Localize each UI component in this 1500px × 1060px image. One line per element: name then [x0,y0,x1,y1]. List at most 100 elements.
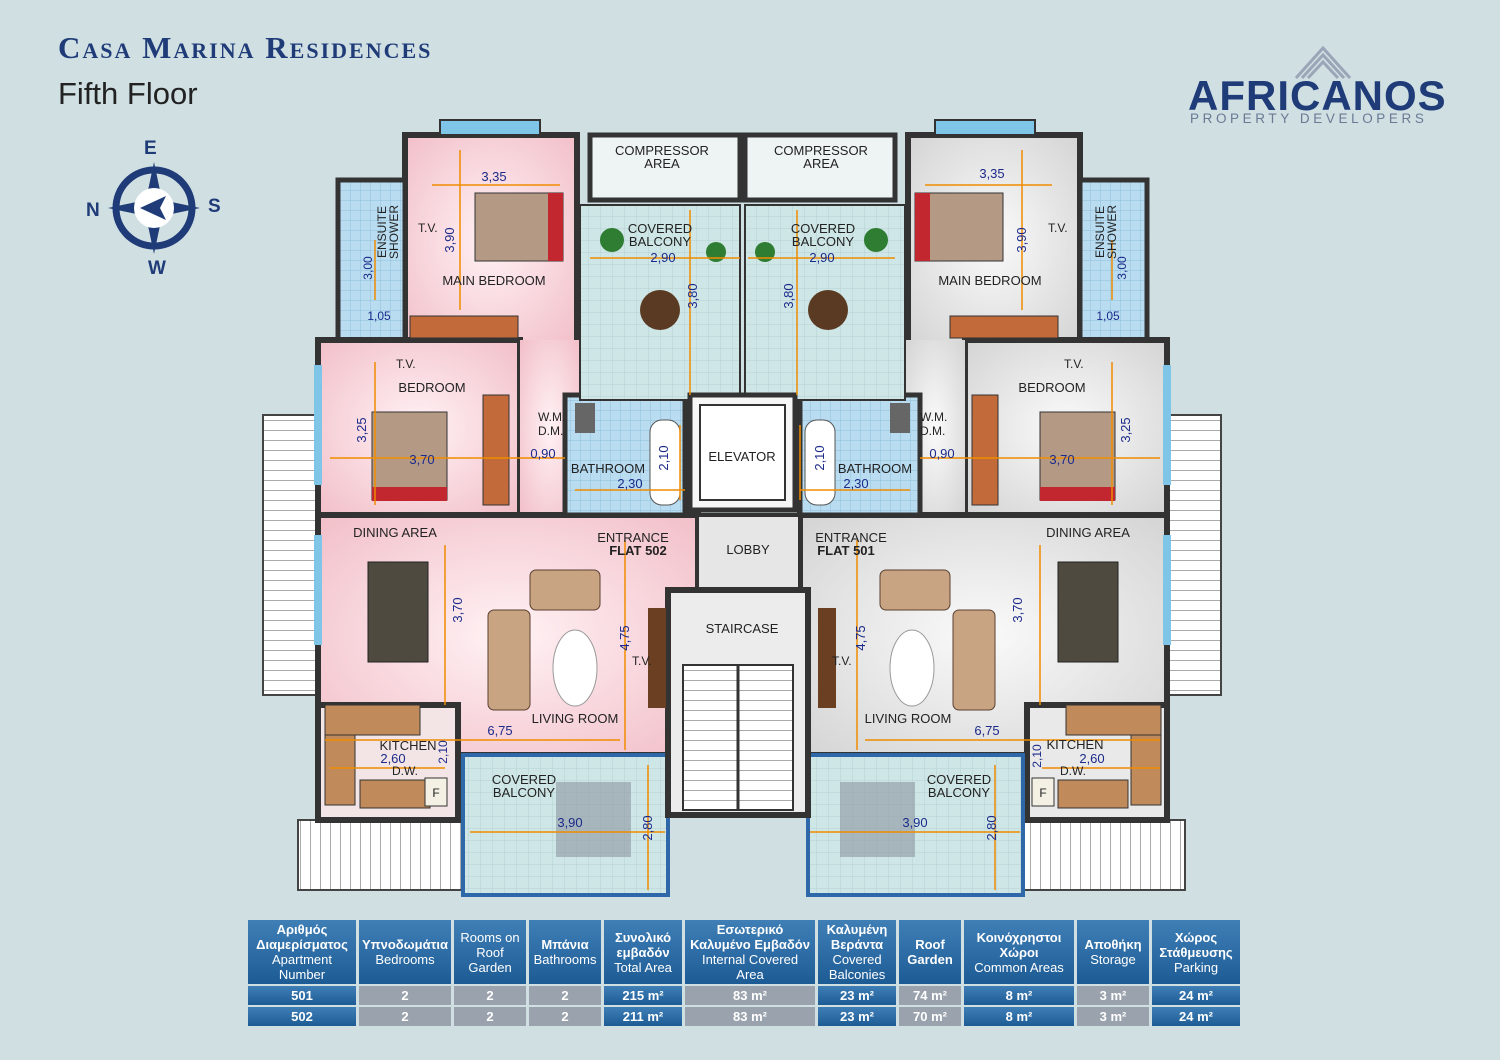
dim-ensuite-width-right: 1,05 [1096,309,1120,323]
dim-kitchen-depth-right: 2,10 [1030,744,1044,768]
table-cell: 83 m² [685,986,816,1005]
tv-label-main-left: T.V. [418,221,438,235]
table-cell: 502 [248,1007,356,1026]
ensuite-label-right: ENSUITE [1093,206,1107,258]
dim-main-bedroom-width-left: 3,35 [481,169,506,184]
table-cell: 501 [248,986,356,1005]
company-logo: AFRICANOS PROPERTY DEVELOPERS [1188,42,1463,132]
compressor-label-left-2: AREA [644,156,680,171]
dim-kitchen-width-right: 2,60 [1079,751,1104,766]
tv-label-living-right: T.V. [832,654,852,668]
covered-balcony-label-nr-2: BALCONY [792,234,854,249]
tv-label-bed-left: T.V. [396,357,416,371]
dim-kitchen-width-left: 2,60 [380,751,405,766]
kitchen-label-left: KITCHEN [379,738,436,753]
table-cell: 3 m² [1077,986,1150,1005]
table-cell: 2 [359,1007,452,1026]
table-cell: 215 m² [604,986,683,1005]
dm-label-right: D.M. [920,424,945,438]
dim-balcony-width-left: 2,90 [650,250,675,265]
logo-tagline: PROPERTY DEVELOPERS [1190,111,1428,126]
shower-label-right: SHOWER [1105,205,1119,259]
dim-dining-depth-right: 3,70 [1010,597,1025,622]
compressor-label-right-2: AREA [803,156,839,171]
table-cell: 3 m² [1077,1007,1150,1026]
compass-north: N [86,200,100,221]
table-cell: 2 [359,986,452,1005]
covered-balcony-label-sr-1: COVERED [927,772,991,787]
wm-label-left: W.M. [538,410,565,424]
page-title: Casa Marina Residences [58,30,433,65]
compass-east: E [144,138,157,159]
dining-area-label-right: DINING AREA [1046,525,1130,540]
ensuite-label-left: ENSUITE [375,206,389,258]
covered-balcony-label-sl-1: COVERED [492,772,556,787]
dim-main-bedroom-depth-left: 3,90 [442,227,457,252]
living-room-label-right: LIVING ROOM [865,711,952,726]
dim-balcony-depth-left: 3,80 [685,283,700,308]
table-cell: 2 [529,1007,602,1026]
bedroom-label-right: BEDROOM [1018,380,1085,395]
dm-label-left: D.M. [538,424,563,438]
table-cell: 2 [529,986,602,1005]
dim-living-depth-left: 4,75 [617,625,632,650]
floor-plan: COMPRESSOR AREA COMPRESSOR AREA COVERED … [262,119,1222,897]
table-cell: 211 m² [604,1007,683,1026]
logo-roof-icon [1294,45,1352,80]
col-roof-rooms: Rooms on Roof Garden [454,920,527,984]
dw-label-right: D.W. [1060,764,1086,778]
dim-living-depth-right: 4,75 [853,625,868,650]
dim-ensuite-width-left: 1,05 [367,309,391,323]
dim-main-bedroom-depth-right: 3,90 [1014,227,1029,252]
dim-bedroom-depth-left: 3,25 [354,417,369,442]
dim-balcony-depth-right: 3,80 [781,283,796,308]
compressor-label-right-1: COMPRESSOR [774,143,868,158]
tv-label-bed-right: T.V. [1064,357,1084,371]
dw-label-left: D.W. [392,764,418,778]
table-cell: 74 m² [899,986,962,1005]
covered-balcony-label-nr-1: COVERED [791,221,855,236]
table-cell: 23 m² [818,1007,897,1026]
dim-ensuite-depth-left: 3,00 [361,256,375,280]
covered-balcony-label-nl-1: COVERED [628,221,692,236]
dim-living-width-left: 6,75 [487,723,512,738]
covered-balcony-label-sr-2: BALCONY [928,785,990,800]
dim-bathroom-depth-right: 2,10 [812,445,827,470]
dim-corridor-left: 0,90 [530,446,555,461]
fridge-label-left: F [432,786,439,800]
lobby-label: LOBBY [726,542,770,557]
kitchen-label-right: KITCHEN [1046,737,1103,752]
dim-ensuite-depth-right: 3,00 [1115,256,1129,280]
elevator-label: ELEVATOR [708,449,775,464]
fridge-label-right: F [1039,786,1046,800]
bathroom-label-right: BATHROOM [838,461,912,476]
dim-main-bedroom-width-right: 3,35 [979,166,1004,181]
table-cell: 2 [454,986,527,1005]
col-roof-garden: Roof Garden [899,920,962,984]
compressor-label-left-1: COMPRESSOR [615,143,709,158]
dim-south-balcony-width-right: 3,90 [902,815,927,830]
tv-label-main-right: T.V. [1048,221,1068,235]
covered-balcony-label-sl-2: BALCONY [493,785,555,800]
staircase-label: STAIRCASE [706,621,779,636]
dim-living-width-right: 6,75 [974,723,999,738]
dim-south-balcony-depth-left: 2,80 [640,815,655,840]
page-subtitle: Fifth Floor [58,76,198,111]
dim-bathroom-depth-left: 2,10 [656,445,671,470]
bedroom-label-left: BEDROOM [398,380,465,395]
dim-bathroom-width-left: 2,30 [617,476,642,491]
compass-west: W [148,258,166,279]
table-cell: 8 m² [964,986,1075,1005]
flat-502-label: FLAT 502 [609,543,667,558]
wm-label-right: W.M. [920,410,947,424]
table-cell: 2 [454,1007,527,1026]
dim-bathroom-width-right: 2,30 [843,476,868,491]
compass-south: S [208,196,221,217]
dim-corridor-right: 0,90 [929,446,954,461]
